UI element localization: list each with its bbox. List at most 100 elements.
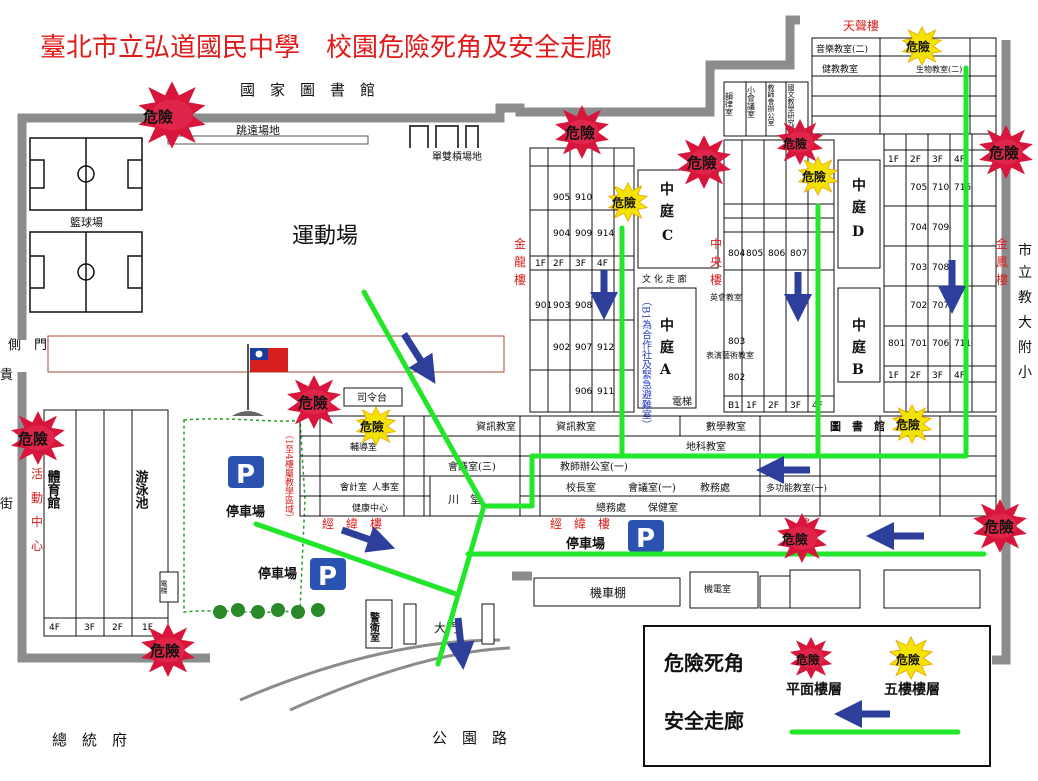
svg-text:危險: 危險 xyxy=(565,124,595,142)
svg-text:4F: 4F xyxy=(597,259,608,269)
svg-text:701: 701 xyxy=(910,339,927,349)
svg-text:中: 中 xyxy=(660,181,674,198)
page-title: 臺北市立弘道國民中學 校園危險死角及安全走廊 xyxy=(40,33,612,63)
legend: 危險死角 危險 危險 平面樓層 五樓樓層 安全走廊 xyxy=(643,625,991,767)
science-room: 地科教室 xyxy=(686,440,726,453)
personnel-room: 人事室 xyxy=(372,481,399,493)
gym-block xyxy=(43,409,179,637)
small-meeting-room: 小會議室 xyxy=(747,86,756,118)
svg-text:2F: 2F xyxy=(768,401,779,411)
parking-hedge xyxy=(183,418,306,614)
music-room-2: 音樂教室(二) xyxy=(816,43,868,55)
svg-text:711: 711 xyxy=(954,339,971,349)
flag-sun xyxy=(255,350,263,358)
svg-text:心: 心 xyxy=(31,539,43,553)
west-mid-label: 貴 xyxy=(0,368,13,383)
teachers-union-room: 教師會辦公室 xyxy=(767,83,775,126)
zhongyang-building xyxy=(723,139,835,413)
courtyard-b-label: 中 庭 B xyxy=(852,317,867,378)
jingwei-label-right: 經 緯 樓 xyxy=(550,516,610,531)
svg-text:P: P xyxy=(236,460,255,490)
svg-text:危險: 危險 xyxy=(143,108,173,126)
svg-text:金: 金 xyxy=(996,236,1008,251)
parking-sign-1: P xyxy=(228,456,264,490)
north-col-rooms xyxy=(723,81,809,137)
svg-text:小: 小 xyxy=(1018,365,1032,381)
svg-text:709: 709 xyxy=(932,223,949,233)
chinese-research-room: 國文教學研究室 xyxy=(787,84,795,133)
svg-text:鳳: 鳳 xyxy=(996,255,1008,269)
svg-text:中: 中 xyxy=(852,317,866,334)
svg-text:801: 801 xyxy=(888,339,905,349)
svg-text:914: 914 xyxy=(597,229,614,239)
svg-text:庭: 庭 xyxy=(660,203,675,220)
svg-text:2F: 2F xyxy=(910,155,921,165)
svg-text:911: 911 xyxy=(597,387,614,397)
danger-yellow-text: 危險 危險 危險 危險 危險 xyxy=(359,39,930,434)
svg-text:702: 702 xyxy=(910,301,927,311)
svg-text:中: 中 xyxy=(31,514,43,529)
svg-text:附: 附 xyxy=(1018,340,1032,356)
counsel-room: 輔導室 xyxy=(350,441,377,453)
courtyard-c xyxy=(637,169,719,269)
machine-room-label: 機電室 xyxy=(704,583,731,595)
svg-text:908: 908 xyxy=(575,301,592,311)
passage-label: 川 堂 xyxy=(448,493,481,506)
svg-text:708: 708 xyxy=(932,263,949,273)
jinlong-label: 金 龍 樓 xyxy=(514,236,526,287)
svg-text:危險: 危險 xyxy=(782,136,807,151)
svg-text:905: 905 xyxy=(553,193,570,203)
right-room-2 xyxy=(789,569,861,609)
courtyard-a-label: 中 庭 A xyxy=(659,317,675,378)
danger-red-text: 危險 危險 危險 危險 危險 危險 危險 危險 危險 危險 xyxy=(18,108,1019,660)
gym-4f: 4F xyxy=(49,623,60,633)
legend-plain-floor: 平面樓層 xyxy=(786,681,842,698)
svg-text:807: 807 xyxy=(790,249,807,259)
svg-text:D: D xyxy=(852,224,864,240)
multi-room: 多功能教室(一) xyxy=(766,482,827,494)
svg-text:B1: B1 xyxy=(728,401,740,411)
health-ed-room: 健教教室 xyxy=(822,63,858,75)
svg-text:4F: 4F xyxy=(954,371,965,381)
svg-text:危險: 危險 xyxy=(905,39,930,54)
svg-text:704: 704 xyxy=(910,223,927,233)
svg-text:C: C xyxy=(662,228,673,244)
svg-text:庭: 庭 xyxy=(660,339,675,356)
right-room-1 xyxy=(759,575,791,609)
zhongyang-label: 中 央 樓 xyxy=(710,236,722,287)
right-room-3 xyxy=(883,569,981,609)
svg-text:1F: 1F xyxy=(888,371,899,381)
svg-text:1F: 1F xyxy=(535,259,546,269)
legend-yellow-badge: 危險 xyxy=(895,652,920,667)
svg-text:立: 立 xyxy=(1018,265,1032,281)
elevator-a: 電梯 xyxy=(672,395,692,408)
courtyard-b xyxy=(837,287,881,383)
svg-text:中: 中 xyxy=(660,317,674,334)
svg-text:2F: 2F xyxy=(553,259,564,269)
svg-text:中: 中 xyxy=(710,236,722,251)
svg-text:2F: 2F xyxy=(910,371,921,381)
jinfeng-label: 金 鳳 樓 xyxy=(996,236,1008,287)
gym-label: 體育館 xyxy=(45,469,61,510)
svg-text:710: 710 xyxy=(932,183,949,193)
svg-text:803: 803 xyxy=(728,337,745,347)
svg-text:707: 707 xyxy=(932,301,949,311)
wall-bottom xyxy=(239,638,511,712)
svg-text:3F: 3F xyxy=(932,371,943,381)
gym-2f: 2F xyxy=(112,623,123,633)
bike-shed xyxy=(533,577,681,607)
svg-text:P: P xyxy=(636,524,655,554)
parking-sign-3: P xyxy=(628,520,664,554)
svg-text:危險: 危險 xyxy=(359,419,384,434)
svg-text:中: 中 xyxy=(852,177,866,194)
legend-danger-label: 危險死角 xyxy=(664,651,744,675)
jingwei-building xyxy=(299,415,997,517)
evacuation-arrows xyxy=(340,260,966,670)
principal-room: 校長室 xyxy=(566,481,596,494)
jump-pit xyxy=(167,135,369,145)
elevator-gym-label: 電梯 xyxy=(160,580,168,595)
office1: 教師辦公室(一) xyxy=(560,460,628,473)
meeting1: 會議室(一) xyxy=(628,481,676,494)
svg-text:706: 706 xyxy=(932,339,949,349)
